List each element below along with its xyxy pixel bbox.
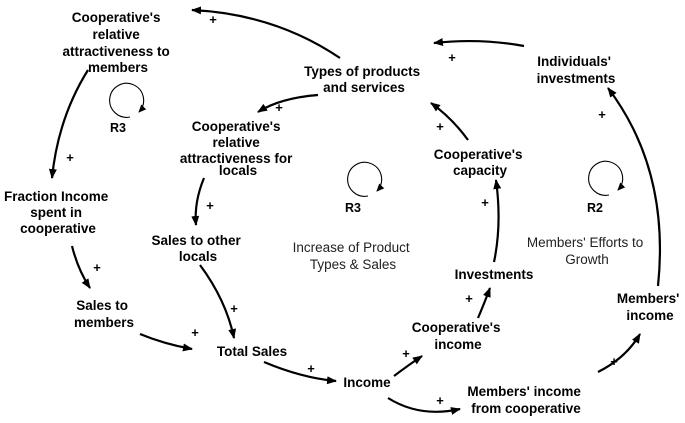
node-sales-other-locals: Sales to other locals — [151, 233, 244, 264]
node-cooperative-income: Cooperative's income — [412, 320, 505, 352]
node-line: Members' income — [467, 384, 581, 399]
node-line: and services — [323, 80, 405, 95]
loop-description: Members' Efforts to Growth — [527, 235, 647, 267]
link-sales-members-to-total-sales — [139, 332, 193, 352]
link-types-to-attr-locals — [257, 93, 319, 113]
node-line: locals — [219, 163, 257, 178]
polarity-signs: + + + + + + + + + + + + + + + + — [66, 12, 618, 408]
loop-description-line: Growth — [565, 252, 609, 267]
polarity-plus: + — [598, 107, 606, 122]
node-individuals-investments: Individuals' investments — [537, 54, 616, 86]
loop-id: R2 — [587, 201, 603, 215]
link-income-to-members-income-coop — [387, 397, 461, 415]
node-types-products-services: Types of products and services — [304, 64, 424, 95]
node-line: relative — [92, 27, 140, 42]
node-line: Fraction Income — [4, 189, 109, 204]
node-line: spent in — [30, 205, 82, 220]
node-line: members — [74, 315, 134, 330]
link-members-income-to-individuals — [607, 87, 661, 287]
polarity-plus: + — [93, 260, 101, 275]
node-line: investments — [537, 71, 616, 86]
link-capacity-to-types — [430, 102, 469, 141]
node-line: Cooperative's — [434, 147, 523, 162]
node-line: Individuals' — [537, 54, 611, 69]
node-cooperative-capacity: Cooperative's capacity — [434, 147, 527, 178]
node-members-income: Members' income — [617, 291, 683, 323]
link-coop-income-to-investments — [476, 287, 492, 319]
polarity-plus: + — [230, 301, 238, 316]
node-line: Cooperative's — [192, 119, 281, 134]
node-line: relative — [212, 135, 260, 150]
link-fraction-to-sales-members — [70, 245, 91, 289]
loop-marker-r3-left: R3 — [109, 82, 147, 135]
causal-links — [48, 6, 661, 415]
link-types-to-attr-members — [191, 6, 341, 59]
node-line: Types of products — [304, 64, 420, 79]
loop-circular-arrow-icon — [588, 160, 626, 196]
loop-marker-r2: R2 Members' Efforts to Growth — [527, 160, 647, 267]
polarity-plus: + — [436, 119, 444, 134]
loop-description-line: Members' Efforts to — [527, 235, 643, 250]
link-individuals-to-types — [433, 38, 525, 48]
polarity-plus: + — [610, 354, 618, 369]
loop-marker-r3-center: R3 Increase of Product Types & Sales — [293, 161, 414, 272]
loop-description-line: Types & Sales — [310, 257, 397, 272]
nodes: Cooperative's relative attractiveness to… — [4, 10, 683, 416]
polarity-plus: + — [436, 393, 444, 408]
polarity-plus: + — [465, 291, 473, 306]
node-line: cooperative — [20, 221, 96, 236]
link-sales-locals-to-total-sales — [199, 264, 237, 339]
loop-circular-arrow-icon — [347, 161, 385, 197]
node-line: attractiveness for — [180, 151, 293, 166]
node-line: attractiveness to — [62, 44, 169, 59]
node-attractiveness-locals: Cooperative's relative attractiveness fo… — [180, 119, 296, 178]
polarity-plus: + — [448, 50, 456, 65]
node-line: capacity — [453, 163, 508, 178]
loop-id: R3 — [110, 121, 126, 135]
node-line: income — [434, 337, 482, 352]
node-sales-to-members: Sales to members — [74, 298, 134, 330]
loop-circular-arrow-icon — [109, 82, 147, 118]
loop-id: R3 — [345, 201, 361, 215]
node-total-sales: Total Sales — [217, 344, 287, 359]
link-members-income-coop-to-members-income — [597, 333, 641, 373]
node-members-income-from-cooperative: Members' income from cooperative — [467, 384, 584, 416]
node-income: Income — [343, 375, 391, 390]
polarity-plus: + — [402, 346, 410, 361]
loop-description-line: Increase of Product — [293, 240, 410, 255]
loop-description: Increase of Product Types & Sales — [293, 240, 414, 272]
link-attr-members-to-fraction — [48, 69, 89, 179]
node-line: locals — [179, 249, 217, 264]
node-line: Sales to other — [151, 233, 241, 248]
node-line: from cooperative — [471, 401, 581, 416]
link-attr-locals-to-sales-locals — [191, 177, 206, 226]
link-total-sales-to-income — [263, 360, 337, 385]
polarity-plus: + — [191, 325, 199, 340]
polarity-plus: + — [209, 12, 217, 27]
polarity-plus: + — [206, 198, 214, 213]
polarity-plus: + — [275, 100, 283, 115]
node-line: income — [626, 308, 674, 323]
node-line: members — [88, 60, 148, 75]
node-line: Cooperative's — [412, 320, 501, 335]
node-line: Sales to — [76, 298, 128, 313]
node-attractiveness-members: Cooperative's relative attractiveness to… — [62, 10, 173, 75]
polarity-plus: + — [307, 361, 315, 376]
polarity-plus: + — [66, 150, 74, 165]
node-line: Cooperative's — [72, 10, 161, 25]
polarity-plus: + — [481, 195, 489, 210]
node-fraction-income: Fraction Income spent in cooperative — [4, 189, 112, 236]
node-investments: Investments — [455, 267, 534, 282]
node-line: Members' — [617, 291, 679, 306]
link-investments-to-capacity — [492, 179, 502, 263]
link-income-to-coop-income — [393, 355, 423, 377]
